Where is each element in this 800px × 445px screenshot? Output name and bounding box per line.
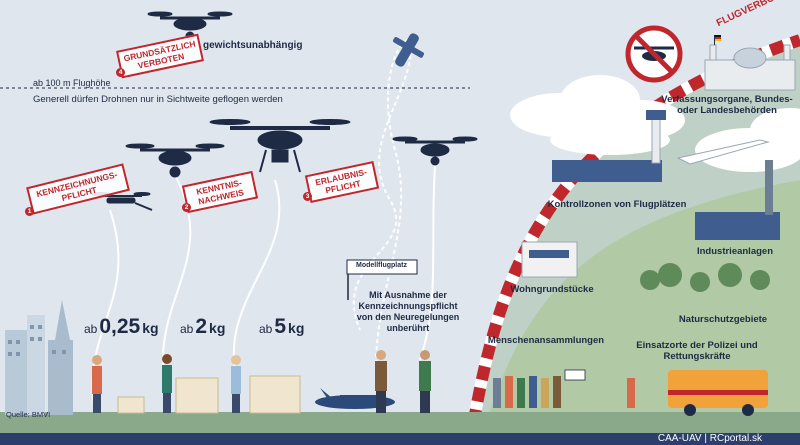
industrial-plant: [695, 160, 780, 240]
zone-crowds: Menschenansammlungen: [487, 335, 605, 346]
ambulance: [627, 370, 768, 416]
zone-residential: Wohngrundstücke: [510, 284, 594, 295]
drone-right: [392, 136, 478, 166]
stamp-knowledge-number: 2: [182, 203, 191, 212]
weight-unit: kg: [288, 320, 305, 336]
drone4-path: [419, 164, 436, 361]
city-buildings: [5, 300, 73, 415]
nature-trees: [640, 263, 770, 292]
model-field-sign-label: Modellflugplatz: [356, 262, 407, 269]
zone-nature: Naturschutzgebiete: [678, 314, 768, 325]
altitude-note: ab 100 m Flughöhe: [33, 78, 111, 88]
weight-unit: kg: [209, 320, 226, 336]
weight-prefix: ab: [180, 322, 194, 336]
zone-airports: Kontrollzonen von Flugplätzen: [547, 199, 687, 210]
model-plane-sky: [393, 33, 424, 67]
weight-independent-note: gewichtsunabhängig: [203, 40, 303, 51]
stamp-permit-number: 3: [303, 192, 312, 201]
weight-value: 0,25: [99, 315, 141, 338]
zone-emergency: Einsatzorte der Polizei und Rettungskräf…: [636, 340, 758, 362]
stamp-registration-number: 1: [25, 207, 34, 216]
clouds: [510, 75, 800, 172]
no-drone-sign: [625, 25, 683, 83]
model-plane-ground: [315, 388, 395, 413]
footer-bar: CAA-UAV | RCportal.sk: [0, 433, 800, 445]
footer-credit: CAA-UAV | RCportal.sk: [657, 433, 762, 444]
crowd: [493, 369, 586, 408]
weight-prefix: ab: [84, 322, 98, 336]
zone-constitutional-bodies: Verfassungsorgane, Bundes- oder Landesbe…: [661, 94, 793, 116]
model-field-sign: [346, 259, 418, 300]
residential-house: [521, 241, 578, 278]
weight-value: 2: [195, 315, 208, 338]
airport: [552, 110, 770, 182]
people-left: [92, 350, 431, 414]
zone-industry: Industrieanlagen: [696, 246, 773, 257]
drone-medium: [125, 143, 225, 178]
weight-unit: kg: [142, 320, 159, 336]
weight-value: 5: [274, 315, 287, 338]
reichstag-building: [704, 35, 796, 91]
drone-top: [147, 11, 233, 41]
stamp-prohibited-number: 4: [116, 68, 125, 77]
drone-large: [209, 119, 351, 173]
ground: [0, 412, 800, 433]
line-of-sight-note: Generell dürfen Drohnen nur in Sichtweit…: [33, 94, 283, 105]
no-fly-boundary-line: [464, 34, 800, 445]
model-field-exception: Mit Ausnahme der Kennzeichnungspflicht v…: [356, 290, 460, 333]
weight-prefix: ab: [259, 322, 273, 336]
source-note: Quelle: BMVI: [6, 410, 51, 419]
